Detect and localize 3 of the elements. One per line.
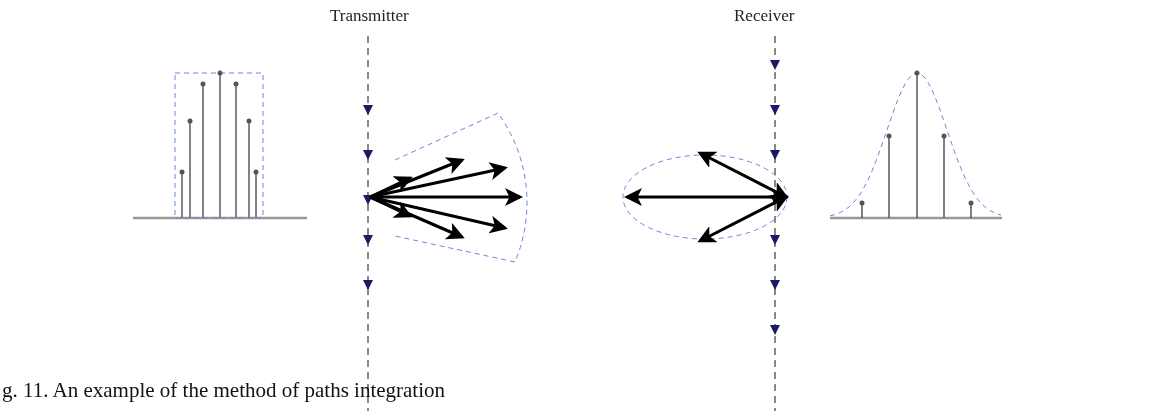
axis-label: Receiver	[734, 6, 795, 26]
figure-caption: g. 11. An example of the method of paths integration	[2, 378, 446, 403]
axis-label: Transmitter	[330, 6, 409, 26]
